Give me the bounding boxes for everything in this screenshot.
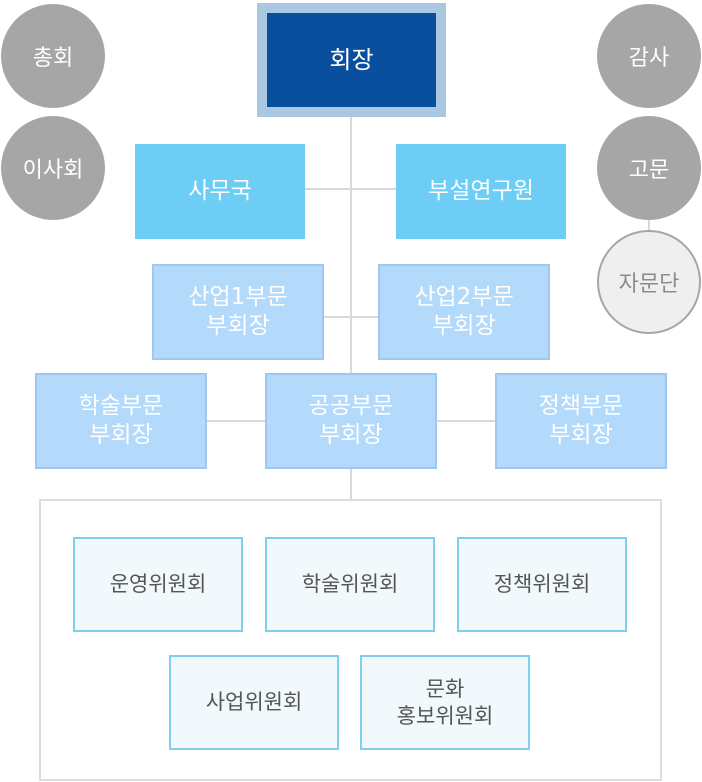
- research-institute-box[interactable]: 부설연구원: [396, 144, 566, 239]
- general-assembly-circle[interactable]: 총회: [1, 4, 105, 108]
- academic-committee-box[interactable]: 학술위원회: [265, 537, 435, 632]
- industry-connector-line: [323, 316, 379, 318]
- advisory-group-circle[interactable]: 자문단: [597, 230, 701, 334]
- advisor-connector-line: [648, 218, 650, 232]
- center-vertical-line: [350, 117, 352, 501]
- industry2-vp-box[interactable]: 산업2부문 부회장: [378, 264, 550, 360]
- business-committee-box[interactable]: 사업위원회: [169, 655, 339, 750]
- industry1-vp-box[interactable]: 산업1부문 부회장: [152, 264, 324, 360]
- board-circle[interactable]: 이사회: [1, 116, 105, 220]
- academic-vp-box[interactable]: 학술부문 부회장: [35, 373, 207, 469]
- audit-circle[interactable]: 감사: [597, 4, 701, 108]
- policy-committee-box[interactable]: 정책위원회: [457, 537, 627, 632]
- advisor-circle[interactable]: 고문: [597, 116, 701, 220]
- public-vp-box[interactable]: 공공부문 부회장: [265, 373, 437, 469]
- president-box[interactable]: 회장: [267, 13, 436, 107]
- operations-committee-box[interactable]: 운영위원회: [73, 537, 243, 632]
- culture-pr-committee-box[interactable]: 문화 홍보위원회: [360, 655, 530, 750]
- secretariat-box[interactable]: 사무국: [135, 144, 305, 239]
- policy-vp-box[interactable]: 정책부문 부회장: [495, 373, 667, 469]
- department-connector-line: [304, 188, 396, 190]
